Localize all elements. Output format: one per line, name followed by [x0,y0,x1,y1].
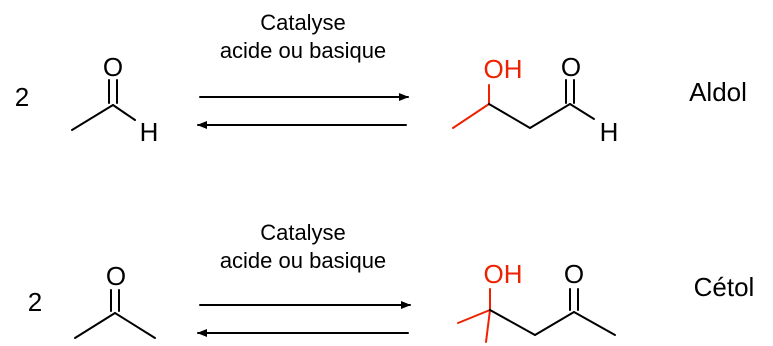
reactant-acetone: O [74,261,156,339]
bond-ch2-cho [529,103,571,129]
bond-ch-ch2 [488,103,531,129]
bond-ch3-ch-highlight [452,103,490,129]
atom-oxygen: O [564,259,584,289]
condition-acid-or-base: acide ou basique [220,248,386,273]
atom-oxygen: O [106,261,126,291]
condition-catalyse: Catalyse [260,10,346,35]
condition-acid-or-base: acide ou basique [220,38,386,63]
stoichiometric-coefficient: 2 [28,287,42,317]
reaction-name-cetol: Cétol [694,272,755,302]
bond-ch3-down-highlight [485,309,491,343]
product-ketol: OH O [457,259,616,343]
atom-oxygen: O [561,52,581,82]
bond-ch2-co [534,311,575,336]
group-hydroxyl: OH [484,259,523,289]
bond-co-ch3 [573,311,616,336]
stoichiometric-coefficient: 2 [15,82,29,112]
reaction-aldol: 2 O H Catalyse acide ou basique OH O [15,10,747,147]
condition-catalyse: Catalyse [260,220,346,245]
reaction-name-aldol: Aldol [689,77,747,107]
bond-c-h [569,103,595,120]
reaction-cetol: 2 O Catalyse acide ou basique OH O [28,220,755,343]
atom-hydrogen: H [600,117,619,147]
reactant-acetaldehyde: O H [71,52,159,147]
bond-c-ch3-right [114,312,156,339]
bond-ch3-c-left [74,312,116,339]
bond-c-c [71,104,114,131]
product-aldol: OH O H [452,52,619,147]
bond-c-ch2 [489,309,536,336]
bond-c-h [112,104,136,121]
group-hydroxyl: OH [484,54,523,84]
atom-oxygen: O [103,52,123,82]
atom-hydrogen: H [140,117,159,147]
bond-ch3-left-highlight [457,309,491,324]
